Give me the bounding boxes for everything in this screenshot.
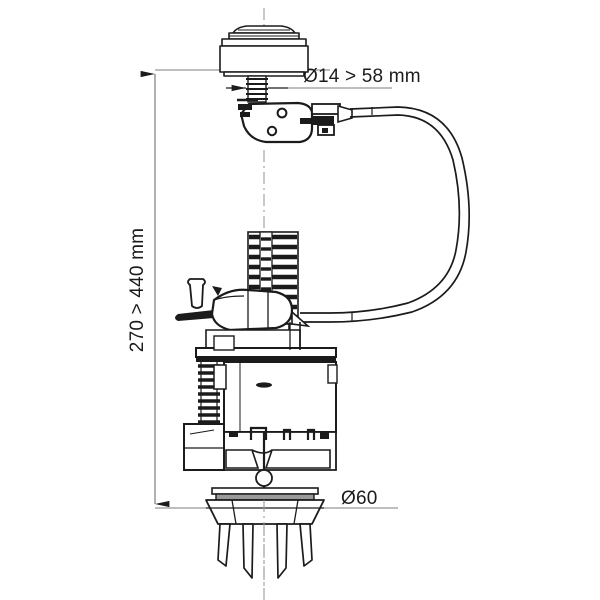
dimension-height-label: 270 > 440 mm bbox=[127, 228, 148, 352]
lever-body bbox=[237, 98, 314, 144]
dimension-base-label: Ø60 bbox=[341, 488, 378, 509]
flange-ribs bbox=[231, 499, 299, 525]
cable-sheath-marks bbox=[351, 107, 373, 322]
sealing-fins bbox=[217, 523, 313, 579]
bowden-cable bbox=[300, 106, 471, 323]
cable-clamp bbox=[300, 103, 353, 136]
valve-upper-body bbox=[195, 322, 337, 362]
return-spring bbox=[198, 356, 220, 434]
push-button-cap-detail bbox=[229, 29, 299, 37]
push-button-cap bbox=[219, 25, 309, 77]
float-chamber bbox=[183, 423, 225, 471]
valve-lower-housing bbox=[223, 426, 337, 500]
threaded-shank bbox=[246, 75, 268, 103]
valve-cylinder bbox=[213, 361, 338, 433]
dimension-thread-label: Ø14 > 58 mm bbox=[303, 66, 421, 87]
outlet-flange bbox=[205, 487, 325, 525]
